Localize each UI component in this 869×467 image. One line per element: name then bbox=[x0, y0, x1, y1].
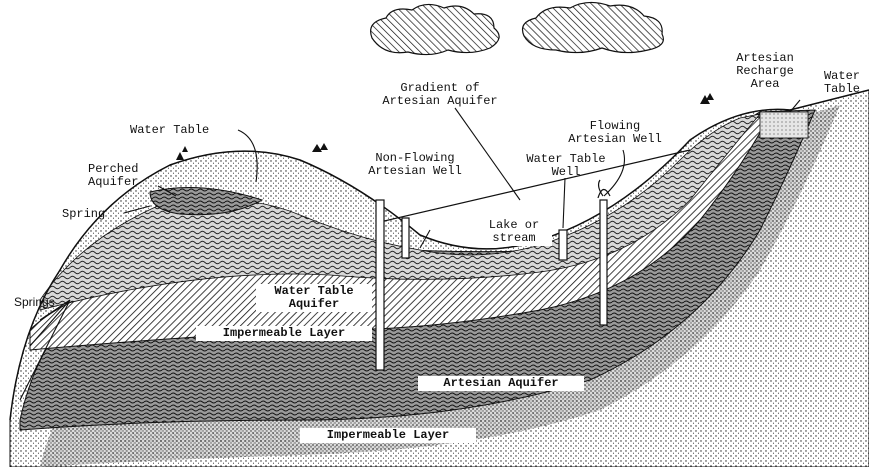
perched-aquifer-label: Perched Aquifer bbox=[88, 162, 139, 189]
leader-arrows bbox=[19, 99, 801, 401]
non-flowing-well-short bbox=[401, 217, 410, 259]
upper-impermeable-label: Impermeable Layer bbox=[196, 326, 372, 341]
tree-icon bbox=[176, 93, 714, 160]
non-flowing-well-label: Non-Flowing Artesian Well bbox=[368, 151, 462, 178]
water-table-aquifer-label: Water Table Aquifer bbox=[256, 284, 372, 312]
water-table-top-label: Water Table bbox=[130, 123, 210, 137]
artesian-aquifer-label: Artesian Aquifer bbox=[418, 376, 584, 391]
flowing-well-casing bbox=[599, 199, 608, 326]
flowing-well-spout bbox=[597, 179, 611, 199]
springs-label: Springs bbox=[14, 295, 55, 309]
water-table-well-label: Water Table Well bbox=[526, 152, 606, 179]
lake-label: Lake or stream bbox=[476, 218, 552, 246]
recharge-area-label: Artesian Recharge Area bbox=[736, 51, 794, 91]
perched-aquifer-lens bbox=[149, 187, 264, 216]
flowing-well-label: Flowing Artesian Well bbox=[568, 119, 662, 146]
water-table-well-casing bbox=[558, 229, 568, 261]
cloud-right bbox=[521, 1, 664, 54]
ground-surface bbox=[9, 89, 869, 421]
gradient-label: Gradient of Artesian Aquifer bbox=[382, 81, 498, 108]
non-flowing-well-casing bbox=[375, 199, 385, 371]
lower-impermeable-label: Impermeable Layer bbox=[300, 428, 476, 443]
spring-label: Spring bbox=[62, 207, 106, 221]
gradient-line bbox=[379, 149, 691, 223]
cloud-left bbox=[370, 3, 500, 56]
recharge-water-table bbox=[759, 111, 809, 139]
water-table-right-label: Water Table bbox=[823, 69, 860, 96]
